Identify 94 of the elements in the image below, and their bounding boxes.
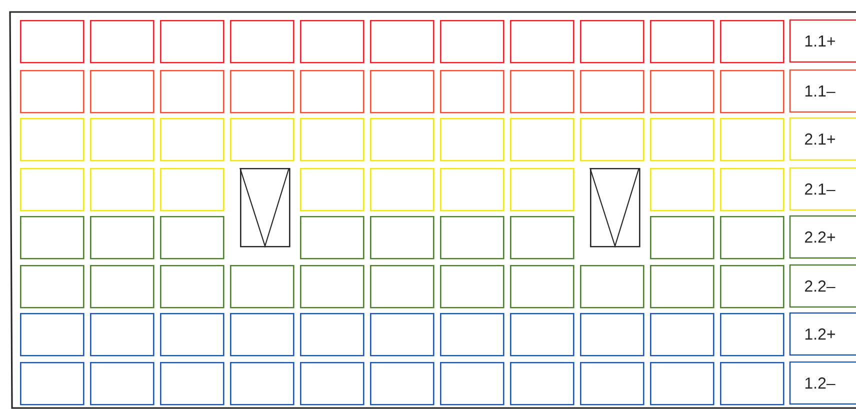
seat-box [510, 70, 574, 114]
seat-box [160, 20, 224, 64]
door-symbol [589, 168, 640, 248]
seat-box [160, 313, 224, 356]
seat-box [650, 168, 714, 212]
label-box: 2.2+ [789, 215, 856, 259]
seat-box [300, 216, 364, 260]
seat-box [510, 313, 574, 356]
seat-box [440, 313, 504, 356]
seat-box [510, 265, 574, 308]
seat-box [440, 216, 504, 260]
seat-box [90, 216, 154, 260]
seat-box [230, 362, 294, 406]
seat-box [300, 168, 364, 212]
seat-box [580, 265, 644, 308]
seat-box [160, 70, 224, 114]
seat-box [90, 313, 154, 356]
seat-box [440, 20, 504, 64]
seat-box [650, 118, 714, 162]
seat-box [20, 70, 84, 114]
seat-box [510, 216, 574, 260]
seat-box [160, 216, 224, 260]
seat-box [580, 20, 644, 64]
seat-box [510, 20, 574, 64]
seat-box [720, 362, 784, 406]
seat-box [370, 20, 434, 64]
seat-box [20, 216, 84, 260]
seat-box [440, 362, 504, 406]
seat-box [230, 20, 294, 64]
seat-box [20, 313, 84, 356]
seat-box [300, 70, 364, 114]
seat-box [440, 265, 504, 308]
seat-box [20, 20, 84, 64]
seat-box [90, 70, 154, 114]
seat-box [370, 313, 434, 356]
seat-box [160, 362, 224, 406]
seat-box [510, 362, 574, 406]
seat-box [580, 70, 644, 114]
seat-box [90, 265, 154, 308]
seat-box [440, 168, 504, 212]
seat-box [580, 118, 644, 162]
seat-box [90, 362, 154, 406]
seat-box [230, 265, 294, 308]
seat-box [720, 265, 784, 308]
seat-box [20, 118, 84, 162]
seat-box [580, 313, 644, 356]
seat-box [230, 70, 294, 114]
seat-box [230, 313, 294, 356]
seat-box [370, 216, 434, 260]
seat-box [20, 362, 84, 406]
seat-box [370, 265, 434, 308]
seat-box [370, 168, 434, 212]
seat-box [650, 362, 714, 406]
seat-box [650, 265, 714, 308]
seat-box [720, 20, 784, 64]
seat-box [720, 118, 784, 162]
seat-box [300, 118, 364, 162]
seat-box [300, 313, 364, 356]
seat-box [650, 20, 714, 64]
seat-box [90, 168, 154, 212]
seat-box [720, 168, 784, 212]
label-box: 1.1+ [789, 19, 856, 63]
seat-box [580, 362, 644, 406]
seat-box [20, 168, 84, 212]
label-box: 2.1+ [789, 117, 856, 161]
label-box: 1.2– [789, 361, 856, 405]
seat-box [650, 313, 714, 356]
seat-box [300, 265, 364, 308]
seat-box [510, 118, 574, 162]
seat-box [160, 118, 224, 162]
seat-box [370, 118, 434, 162]
seat-box [720, 70, 784, 114]
seat-box [160, 265, 224, 308]
seat-box [650, 216, 714, 260]
seat-box [370, 362, 434, 406]
seat-box [720, 216, 784, 260]
seat-box [20, 265, 84, 308]
seat-box [370, 70, 434, 114]
label-box: 1.1– [789, 69, 856, 113]
label-box: 2.2– [789, 264, 856, 308]
seat-box [230, 118, 294, 162]
seat-box [650, 70, 714, 114]
seat-box [300, 362, 364, 406]
seat-box [440, 70, 504, 114]
seat-box [440, 118, 504, 162]
label-box: 1.2+ [789, 312, 856, 356]
seat-box [90, 118, 154, 162]
seat-box [720, 313, 784, 356]
door-symbol [239, 168, 290, 248]
seat-box [160, 168, 224, 212]
seat-box [510, 168, 574, 212]
label-box: 2.1– [789, 167, 856, 211]
seat-box [300, 20, 364, 64]
seat-box [90, 20, 154, 64]
